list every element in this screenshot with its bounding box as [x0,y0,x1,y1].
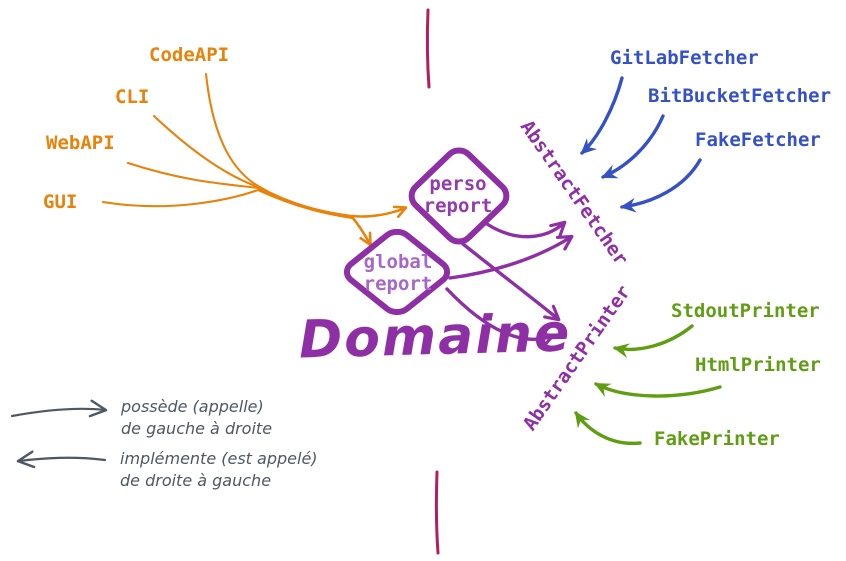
bottom-divider-line [434,470,440,555]
perso-to-abstractfetcher-arrow [485,220,567,239]
legend-left-arrow [16,450,107,469]
gitlabfetcher-arrow [580,76,624,155]
top-divider-line [425,8,431,89]
stdoutprinter-label: StdoutPrinter [671,300,820,322]
stdoutprinter-arrow [612,324,694,358]
legend-right-arrow [10,399,108,418]
cli-flow-line [152,114,354,219]
global-report-line1: global [363,251,433,273]
htmlprinter-label: HtmlPrinter [695,354,821,376]
bitbucketfetcher-arrow [601,114,665,179]
perso-report-label: perso report [403,173,513,217]
global-report-label: global report [343,251,453,295]
cli-label: CLI [115,86,150,108]
perso-to-abstractprinter-arrow [461,242,561,322]
fakefetcher-label: FakeFetcher [695,129,821,151]
legend-implemente-line2: de droite à gauche [120,471,272,490]
fakeprinter-label: FakePrinter [654,428,780,450]
bitbucketfetcher-label: BitBucketFetcher [648,85,832,107]
perso-report-line2: report [423,195,493,217]
codeapi-flow-line [204,72,354,218]
webapi-label: WebAPI [46,132,115,154]
domaine-title: Domaine [298,303,573,371]
gui-label: GUI [43,191,78,213]
gitlabfetcher-label: GitLabFetcher [610,47,759,69]
legend-implemente-line1: implémente (est appelé) [120,449,318,468]
htmlprinter-arrow [594,382,722,398]
codeapi-label: CodeAPI [149,44,230,66]
fakefetcher-arrow [619,158,702,213]
legend-implemente: implémente (est appelé) de droite à gauc… [120,448,318,492]
fakeprinter-arrow [574,411,642,446]
perso-report-line1: perso [429,173,487,195]
legend-possede-line1: possède (appelle) [121,397,264,416]
gui-flow-line [101,188,354,220]
global-report-diamond [341,227,453,317]
legend-possede-line2: de gauche à droite [121,419,273,438]
flow-arrow-to-global [350,215,372,247]
legend-possede: possède (appelle) de gauche à droite [121,396,272,440]
global-to-abstractprinter-arrow [445,287,555,349]
global-to-abstractfetcher-arrow [448,234,574,280]
global-report-line2: report [363,273,433,295]
perso-report-diamond [406,145,512,247]
flow-arrow-to-perso [350,205,408,219]
